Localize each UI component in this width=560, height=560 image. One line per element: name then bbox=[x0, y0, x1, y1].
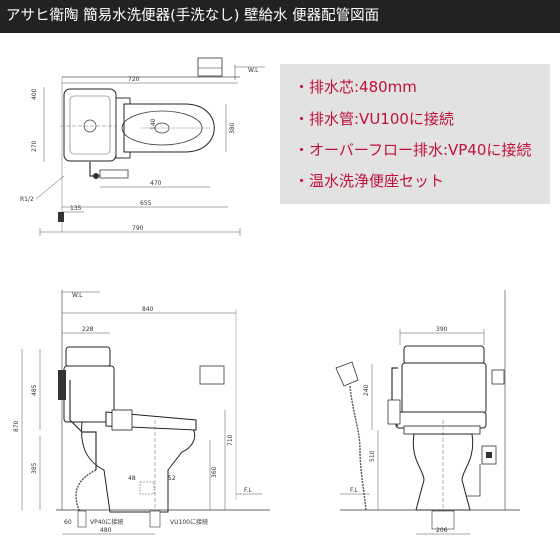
spec-box: ・排水芯:480mm ・排水管:VU100に接続 ・オーバーフロー排水:VP40… bbox=[280, 64, 550, 204]
dim-470: 470 bbox=[150, 180, 162, 187]
dim-480: 480 bbox=[100, 527, 112, 534]
dim-385: 385 bbox=[31, 462, 38, 474]
dim-60: 60 bbox=[64, 519, 72, 526]
plan-stop-valve bbox=[58, 212, 64, 222]
dim-720: 720 bbox=[128, 76, 140, 83]
dim-228: 228 bbox=[82, 326, 94, 333]
side-floor-label: F.L bbox=[244, 487, 252, 494]
dim-510: 510 bbox=[369, 450, 376, 462]
dim-270: 270 bbox=[31, 140, 38, 152]
dim-240: 240 bbox=[363, 384, 370, 396]
dim-135: 135 bbox=[70, 205, 82, 212]
spec-overflow: ・オーバーフロー排水:VP40に接続 bbox=[294, 141, 532, 159]
label-vu100: VU100に接続 bbox=[170, 518, 208, 526]
spec-drain-center: ・排水芯:480mm bbox=[294, 78, 417, 96]
label-vp40: VP40に接続 bbox=[90, 518, 123, 526]
front-tank-lid bbox=[403, 345, 485, 365]
plan-wall-label: W.L bbox=[248, 67, 259, 74]
dim-206: 206 bbox=[436, 527, 448, 534]
dim-52: 52 bbox=[168, 475, 176, 482]
dim-870: 870 bbox=[13, 420, 20, 432]
side-stop-valve bbox=[58, 370, 66, 400]
side-wall-label: W.L bbox=[72, 292, 83, 299]
front-stop-valve bbox=[491, 369, 505, 385]
front-remote bbox=[335, 361, 359, 387]
dim-655: 655 bbox=[140, 200, 152, 207]
dim-710: 710 bbox=[227, 434, 234, 446]
page-title: アサヒ衛陶 簡易水洗便器(手洗なし) 壁給水 便器配管図面 bbox=[0, 0, 560, 33]
dim-840: 840 bbox=[142, 306, 154, 313]
side-paper-holder bbox=[199, 365, 225, 385]
spec-drain-pipe: ・排水管:VU100に接続 bbox=[294, 110, 454, 128]
front-tank bbox=[401, 362, 487, 414]
plan-tank bbox=[63, 88, 117, 162]
side-view-diagram: W.L 840 228 485 870 385 710 360 bbox=[13, 290, 270, 535]
dim-790: 790 bbox=[132, 225, 144, 232]
side-tank-lid bbox=[65, 346, 111, 368]
front-view-diagram: 390 240 510 F.L 206 bbox=[335, 290, 520, 535]
dim-390: 390 bbox=[436, 326, 448, 333]
paper-holder bbox=[197, 57, 223, 77]
dim-485: 485 bbox=[31, 384, 38, 396]
plan-view-diagram: W.L 720 400 270 380 140 470 bbox=[20, 57, 265, 236]
dim-360: 360 bbox=[211, 466, 218, 478]
plan-supply-hose bbox=[99, 169, 129, 179]
spec-washlet: ・温水洗浄便座セット bbox=[294, 172, 445, 190]
svg-text:140: 140 bbox=[150, 118, 157, 130]
dim-400: 400 bbox=[31, 88, 38, 100]
dim-48: 48 bbox=[128, 475, 136, 482]
front-floor-label: F.L bbox=[350, 487, 358, 494]
side-bowl bbox=[81, 421, 196, 513]
dim-380: 380 bbox=[229, 122, 236, 134]
label-r12: R1/2 bbox=[20, 196, 34, 203]
